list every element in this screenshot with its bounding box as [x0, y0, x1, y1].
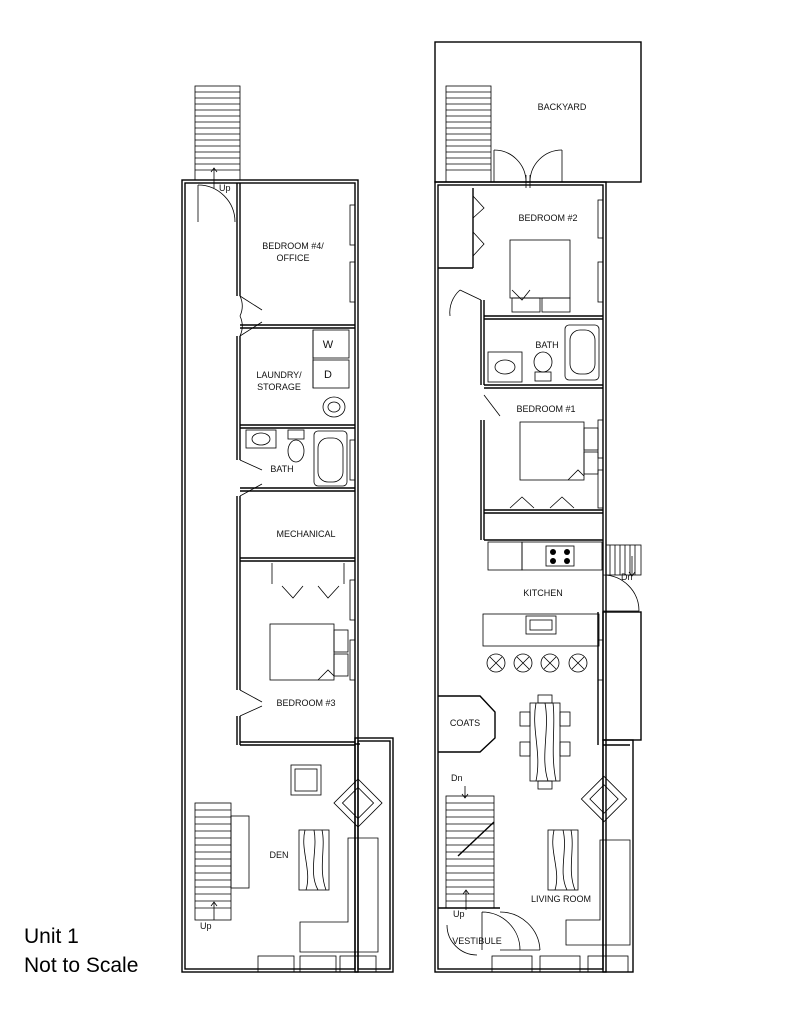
den-side-chair	[333, 778, 383, 828]
label-bath-right: BATH	[535, 340, 558, 350]
den-sectional-sofa	[299, 837, 379, 953]
backyard-stair	[445, 85, 492, 183]
label-laundry-line1: LAUNDRY/	[256, 370, 302, 380]
label-laundry-line2: STORAGE	[257, 382, 301, 392]
label-dryer: D	[324, 369, 332, 381]
label-den: DEN	[269, 850, 288, 860]
label-bath-left: BATH	[270, 464, 293, 474]
label-kitchen: KITCHEN	[523, 588, 563, 598]
plan-title: Unit 1	[24, 925, 79, 948]
toilet-left	[287, 429, 305, 440]
den-armchair	[290, 764, 322, 796]
living-armchair	[580, 775, 628, 823]
rear-entry-door	[197, 184, 236, 223]
living-coffee-table	[547, 829, 579, 891]
label-up-top: Up	[219, 183, 231, 193]
label-up-den: Up	[200, 921, 212, 931]
label-coats: COATS	[450, 718, 480, 728]
bath-sink-right	[487, 351, 523, 383]
living-sofa	[565, 839, 631, 946]
label-bedroom4-line1: BEDROOM #4/	[262, 241, 324, 251]
kitchen-counter	[521, 541, 603, 571]
label-up-vestibule: Up	[453, 909, 465, 919]
exterior-stair-top	[194, 85, 241, 188]
toilet-right	[533, 351, 553, 373]
den-extension-wall	[354, 737, 394, 973]
label-bedroom1: BEDROOM #1	[516, 404, 575, 414]
label-washer: W	[323, 339, 334, 351]
bed-bedroom3	[269, 623, 335, 681]
backyard-french-doors	[493, 149, 563, 188]
label-mechanical: MECHANICAL	[276, 529, 335, 539]
utility-sink	[322, 396, 346, 418]
bathtub-left	[313, 430, 348, 487]
label-dn-kitchen: Dn	[621, 572, 633, 582]
label-vestibule: VESTIBULE	[452, 936, 502, 946]
label-bedroom2: BEDROOM #2	[518, 213, 577, 223]
bath-sink-left	[245, 429, 277, 449]
island-sink	[525, 615, 557, 635]
bed-bedroom1	[519, 421, 585, 481]
dining-table	[519, 694, 571, 790]
bed-bedroom2	[509, 239, 571, 299]
label-bedroom4-line2: OFFICE	[277, 253, 310, 263]
bar-stools	[486, 653, 588, 673]
label-backyard: BACKYARD	[538, 102, 587, 112]
label-bedroom3: BEDROOM #3	[276, 698, 335, 708]
kitchen-island	[482, 613, 600, 647]
living-stair	[445, 786, 495, 910]
den-stair	[194, 802, 250, 921]
label-living-room: LIVING ROOM	[531, 894, 591, 904]
bathtub-right	[564, 324, 600, 381]
scale-note: Not to Scale	[24, 954, 139, 977]
label-dn-living: Dn	[451, 773, 463, 783]
refrigerator	[487, 541, 523, 571]
upper-level-plan	[434, 41, 642, 973]
lower-level-plan	[181, 85, 394, 973]
cooktop	[545, 545, 575, 567]
